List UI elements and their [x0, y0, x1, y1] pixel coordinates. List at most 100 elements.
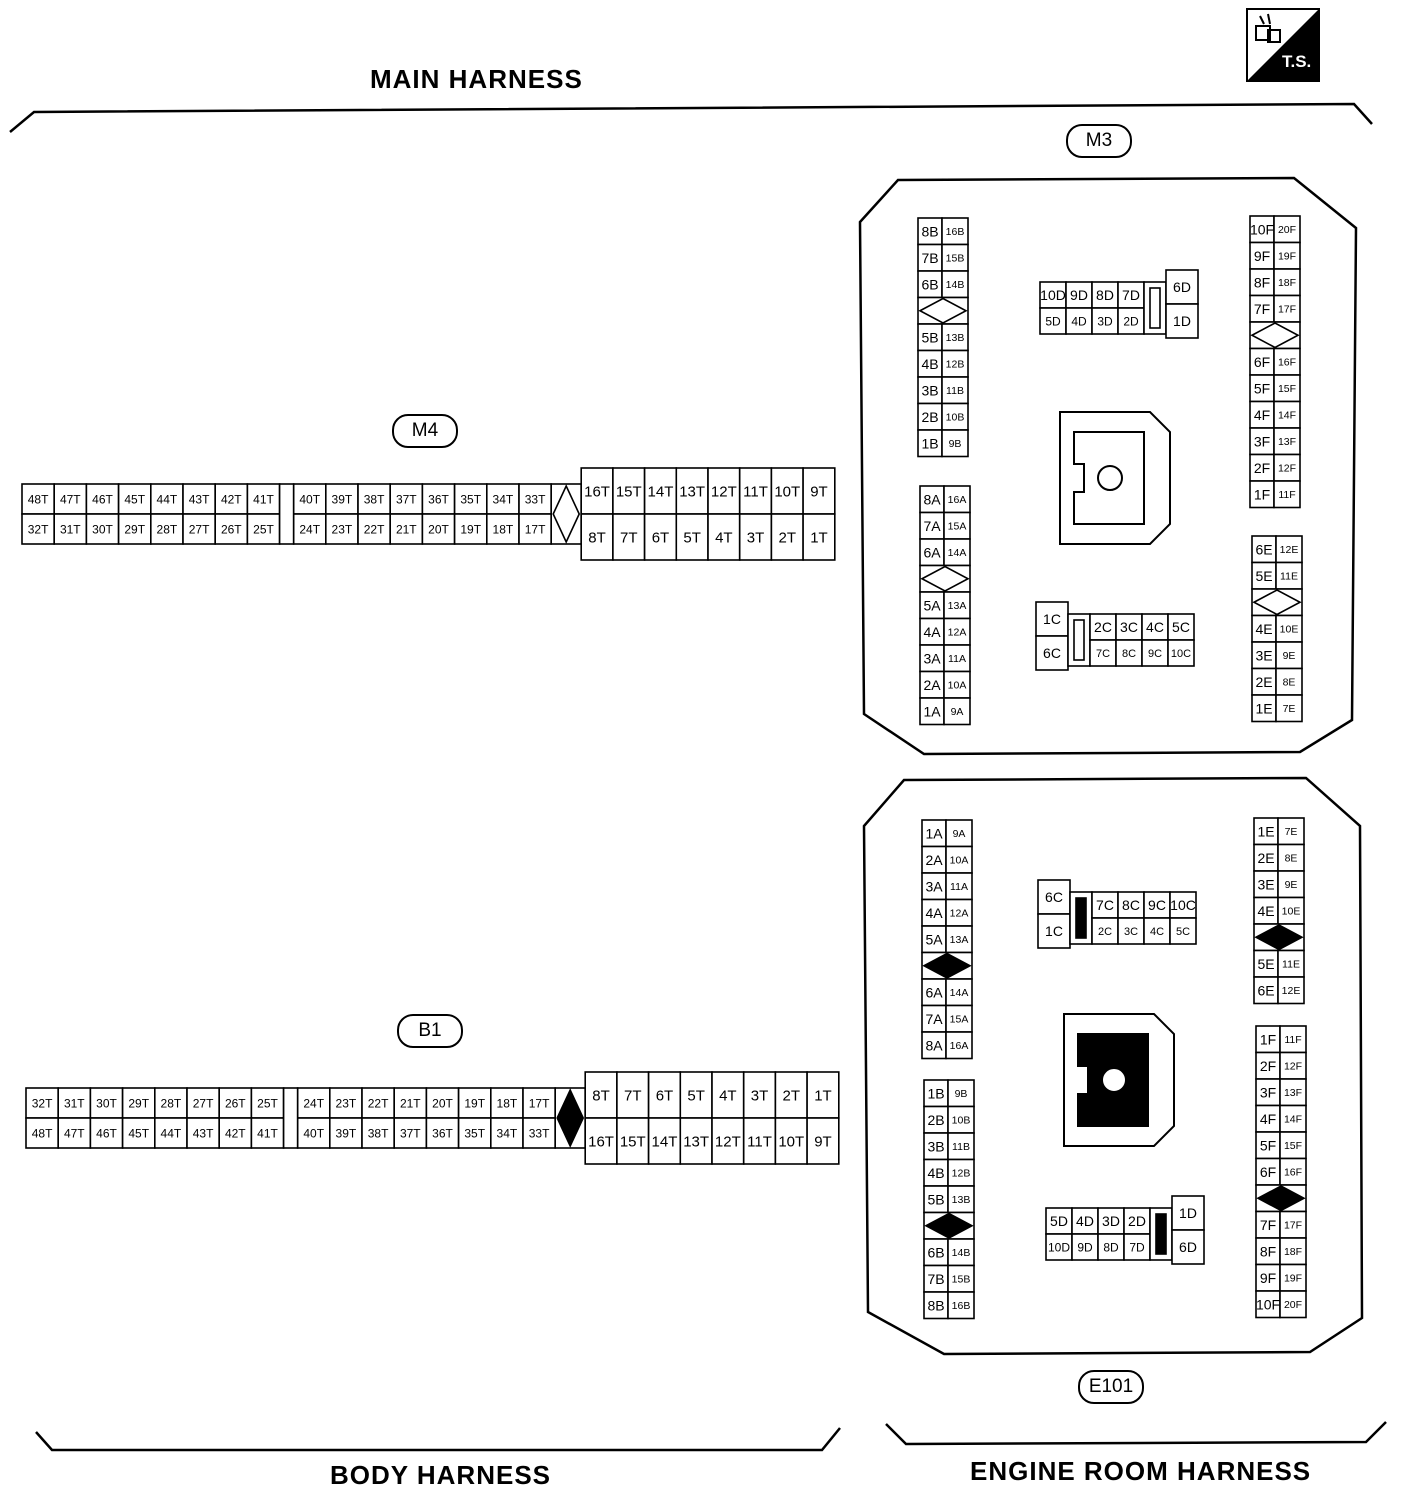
pin-label: 37T — [400, 1126, 421, 1140]
pin-box — [25, 1087, 60, 1119]
pin-label: 5D — [1050, 1213, 1068, 1229]
pin-label: 9B — [955, 1088, 968, 1100]
pin-label: 45T — [128, 1126, 149, 1140]
pin-label: 6F — [1260, 1164, 1276, 1180]
e101-housing — [862, 776, 1364, 1356]
pin-label: 2F — [1260, 1058, 1276, 1074]
pin-label: 12E — [1280, 544, 1299, 556]
pin-label: 1C — [1043, 611, 1061, 627]
divider — [282, 1087, 299, 1149]
pin-label: 7T — [624, 1087, 642, 1104]
pin-label: 1D — [1173, 313, 1191, 329]
pin-box — [675, 513, 709, 561]
pin-label: 2A — [923, 677, 941, 693]
pin-label: 3A — [925, 878, 943, 894]
pin-label: 14A — [950, 987, 969, 999]
pin-label: 20F — [1278, 224, 1296, 236]
pin-box — [1275, 694, 1303, 723]
pin-label: 17T — [529, 1096, 550, 1110]
pin-box — [1255, 1157, 1281, 1186]
pin-box — [1273, 268, 1301, 297]
pin-box — [1273, 400, 1301, 429]
pin-label: 23T — [332, 522, 353, 536]
pin-box — [923, 1291, 949, 1320]
pin-label: 13T — [679, 483, 705, 500]
pin-label: 18T — [497, 1096, 518, 1110]
pin-box — [1277, 976, 1305, 1005]
pin-label: 12T — [711, 483, 737, 500]
pin-box — [1165, 303, 1199, 339]
pin-label: 8B — [927, 1297, 944, 1313]
pin-label: 18F — [1284, 1246, 1302, 1258]
engine-room-harness-title: ENGINE ROOM HARNESS — [970, 1456, 1312, 1486]
pin-box — [154, 1117, 188, 1149]
pin-box — [1273, 241, 1301, 270]
lock-diamond — [920, 565, 970, 592]
pin-label: 46T — [92, 492, 113, 506]
pin-box — [947, 1185, 975, 1214]
pin-box — [770, 513, 804, 561]
pin-label: 16T — [584, 483, 610, 500]
pin-label: 11B — [946, 385, 964, 397]
connector-tag-e101: E101 — [1078, 1370, 1144, 1404]
pin-box — [1167, 613, 1195, 641]
pin-label: 24T — [299, 522, 320, 536]
pin-label: 25T — [253, 522, 274, 536]
pin-label: 33T — [525, 492, 546, 506]
pin-box — [1273, 294, 1301, 323]
pin-label: 10C — [1170, 897, 1196, 913]
pin-label: 14F — [1284, 1114, 1302, 1126]
pin-label: 9E — [1285, 879, 1298, 891]
pin-label: 3D — [1102, 1213, 1120, 1229]
pin-label: 47T — [64, 1126, 85, 1140]
pin-label: 7T — [620, 529, 638, 546]
pin-label: 40T — [303, 1126, 324, 1140]
pin-box — [943, 538, 971, 567]
pin-label: 5E — [1257, 956, 1274, 972]
pin-label: 6B — [927, 1244, 944, 1260]
pin-label: 9D — [1077, 1240, 1093, 1254]
pin-label: 28T — [157, 522, 178, 536]
pin-label: 13A — [948, 600, 967, 612]
pin-label: 7D — [1122, 287, 1140, 303]
pin-box — [919, 617, 945, 646]
pin-box — [1071, 1207, 1099, 1235]
pin-label: 27T — [189, 522, 210, 536]
pin-label: 9E — [1283, 650, 1296, 662]
pin-box — [921, 872, 947, 901]
pin-label: 44T — [157, 492, 178, 506]
pin-box — [738, 513, 773, 561]
pin-label: 1C — [1045, 923, 1063, 939]
pin-box — [1249, 480, 1275, 509]
pin-label: 5D — [1045, 314, 1061, 328]
pin-box — [457, 1117, 492, 1149]
pin-label: 12F — [1284, 1061, 1302, 1073]
pin-label: 6A — [923, 544, 941, 560]
pin-label: 26T — [221, 522, 242, 536]
pin-label: 19F — [1278, 251, 1296, 263]
pin-label: 8D — [1103, 1240, 1119, 1254]
pin-label: 17F — [1278, 304, 1296, 316]
pin-label: 8T — [592, 1087, 610, 1104]
pin-label: 12B — [952, 1168, 971, 1180]
pin-box — [25, 1117, 60, 1149]
body-harness-bracket — [35, 1427, 841, 1452]
pin-label: 8T — [588, 529, 606, 546]
pin-label: 2F — [1254, 460, 1270, 476]
main-harness-title: MAIN HARNESS — [370, 64, 583, 94]
pin-label: 5A — [923, 597, 941, 613]
pin-label: 7B — [921, 250, 938, 266]
pin-label: 4B — [921, 356, 938, 372]
pin-label: 11E — [1282, 959, 1300, 971]
pin-label: 19T — [460, 522, 481, 536]
pin-label: 14T — [648, 483, 674, 500]
pin-label: 15T — [620, 1133, 646, 1150]
pin-box — [941, 349, 969, 378]
pin-label: 7E — [1283, 703, 1296, 715]
pin-box — [328, 1087, 363, 1119]
latch — [1075, 897, 1087, 939]
pin-box — [1277, 949, 1305, 978]
pin-box — [1117, 891, 1145, 919]
pin-box — [1091, 281, 1119, 309]
